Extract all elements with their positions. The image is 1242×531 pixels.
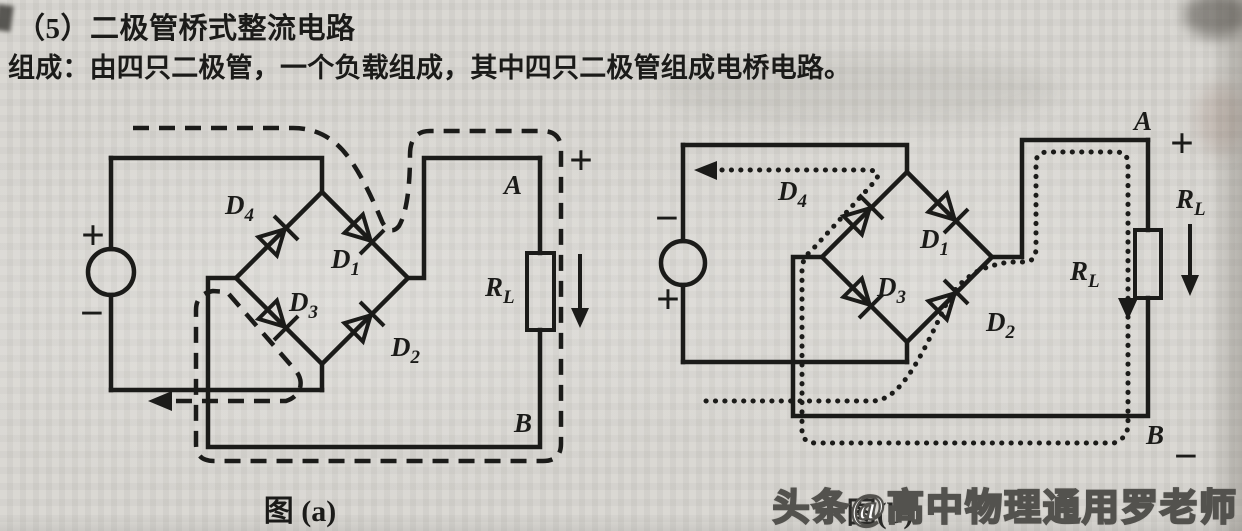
load-current-arrow-b	[1181, 224, 1199, 296]
bridge-diamond-b	[818, 168, 996, 346]
section-title: （5）二极管桥式整流电路	[16, 13, 356, 45]
wire-top	[680, 142, 910, 175]
current-path-dashed	[133, 125, 564, 464]
load-current-arrow-a	[571, 254, 589, 328]
figure-b-circuit	[658, 137, 1199, 446]
output-minus-sign-b: −	[1174, 434, 1198, 480]
node-b-label-b: B	[1145, 420, 1164, 450]
source-minus-sign-a: −	[80, 291, 104, 337]
ink-bleed-ghost	[660, 58, 1060, 124]
load-resistor-a	[525, 251, 556, 332]
dashed-arrowhead-left	[148, 391, 172, 411]
node-a-label-b: A	[1132, 106, 1152, 136]
figure-a-circuit	[85, 125, 589, 464]
diode-d4-label-a: D4	[224, 190, 254, 226]
wire-to-node-a	[405, 155, 543, 281]
scan-smudge-top-right	[1184, 0, 1242, 38]
diode-d1-label-b: D1	[919, 224, 949, 260]
wire-load-bottom	[790, 254, 1151, 419]
load-label-outer-b: RL	[1175, 184, 1206, 220]
dotted-arrowhead-down	[1118, 298, 1138, 320]
load-resistor-b	[1133, 228, 1163, 300]
figure-b-caption: 图(b)	[847, 497, 914, 530]
diode-d2-label-b: D2	[985, 307, 1016, 343]
wire-to-node-a	[989, 137, 1151, 260]
figure-a-caption: 图 (a)	[264, 495, 336, 528]
wire-top	[108, 155, 325, 195]
node-a-label-a: A	[502, 170, 522, 200]
dotted-arrowhead-left	[694, 161, 717, 180]
wire-load-bottom	[205, 275, 543, 450]
diode-d4-label-b: D4	[777, 176, 807, 212]
diode-d3-label-b: D3	[876, 272, 906, 308]
diode-d2-label-a: D2	[390, 332, 421, 368]
output-plus-sign-b: +	[1170, 121, 1194, 167]
output-plus-sign-a: +	[569, 138, 593, 184]
diode-d1-label-a: D1	[330, 244, 360, 280]
source-minus-sign-b: −	[655, 196, 679, 242]
source-plus-sign-a: +	[81, 213, 105, 259]
source-plus-sign-b: +	[656, 277, 680, 323]
node-b-label-a: B	[513, 408, 532, 438]
diode-d3-label-a: D3	[288, 287, 318, 323]
load-label-inner-b: RL	[1069, 256, 1100, 292]
watermark: 头条@高中物理通用罗老师	[771, 487, 1238, 530]
load-label-a: RL	[484, 272, 515, 308]
current-path-dotted	[703, 149, 1131, 446]
scan-smudge-right	[1196, 84, 1242, 154]
composition-description: 组成：由四只二极管，一个负载组成，其中四只二极管组成电桥电路。	[8, 53, 852, 83]
